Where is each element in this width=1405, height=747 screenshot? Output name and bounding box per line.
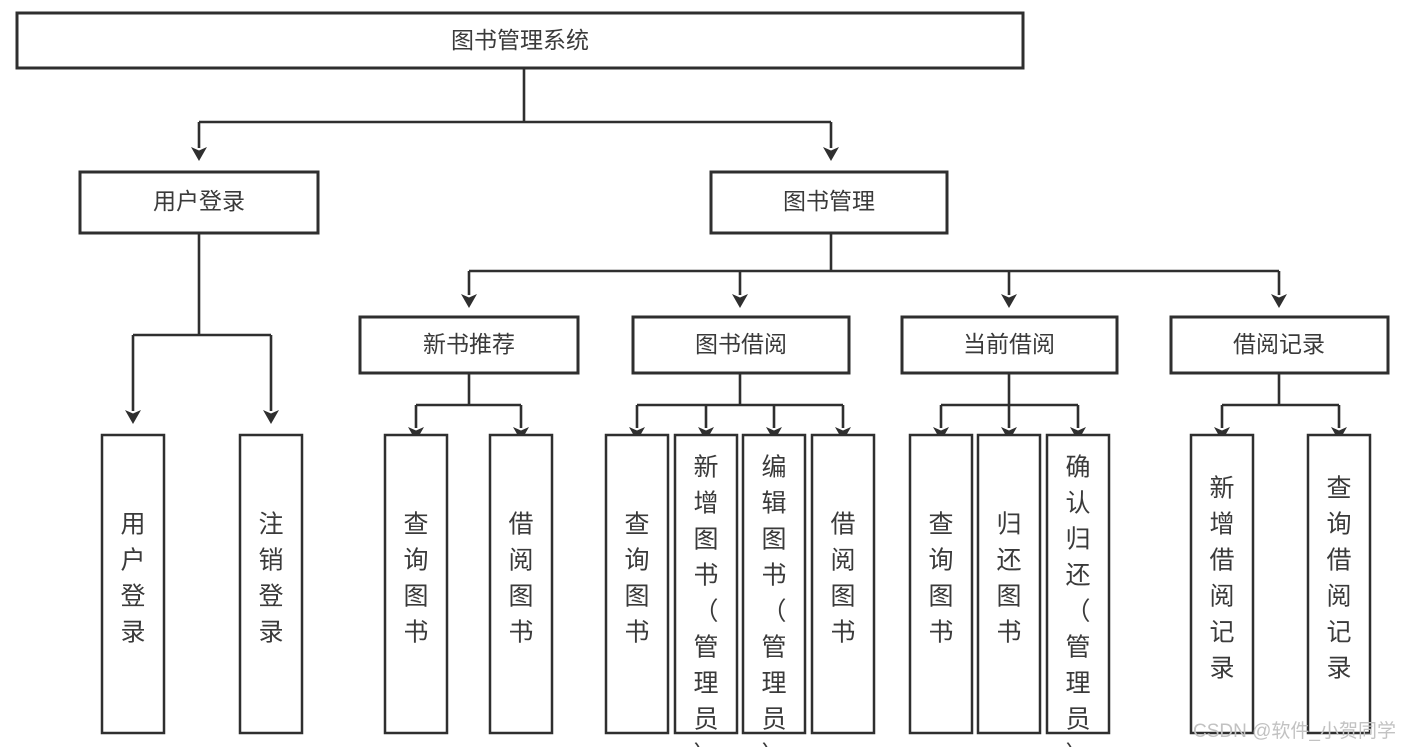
connector-group-user-login [125, 233, 279, 424]
csdn-watermark: CSDN @软件_小贺同学 [1193, 720, 1396, 742]
leaf-node-book-borrow-3-label: 借阅图书 [830, 511, 855, 647]
leaf-node-current-borrow-1[interactable]: 归还图书 [976, 433, 1042, 735]
connector-group-new-book [408, 373, 529, 441]
leaf-node-current-borrow-0[interactable]: 查询图书 [908, 433, 974, 735]
leaf-node-book-borrow-3-box[interactable] [810, 433, 876, 735]
node-user-login-label: 用户登录 [153, 188, 245, 214]
node-book-manage[interactable]: 图书管理 [709, 170, 949, 235]
leaf-node-current-borrow-2-label: 确认归还（管理员） [1065, 454, 1090, 747]
leaf-node-book-borrow-2-box[interactable] [741, 433, 807, 735]
leaf-node-new-book-recommend-1-box[interactable] [488, 433, 554, 735]
leaf-node-user-login-0[interactable]: 用户登录 [100, 433, 166, 735]
leaf-node-book-borrow-2[interactable]: 编辑图书（管理员） [741, 433, 807, 747]
connector-group-current-borrow [933, 373, 1086, 441]
leaf-node-current-borrow-1-label: 归还图书 [996, 511, 1021, 647]
leaf-node-new-book-recommend-0-label: 查询图书 [403, 511, 428, 647]
leaf-node-current-borrow-0-label: 查询图书 [928, 511, 953, 647]
node-new-book-recommend-label: 新书推荐 [423, 331, 515, 357]
leaf-node-new-book-recommend-1[interactable]: 借阅图书 [488, 433, 554, 735]
leaf-node-current-borrow-1-box[interactable] [976, 433, 1042, 735]
leaf-node-borrow-record-0-box[interactable] [1189, 433, 1255, 735]
connector-group-book-borrow [629, 373, 851, 441]
node-book-manage-label: 图书管理 [783, 188, 875, 214]
leaf-node-book-borrow-1-box[interactable] [673, 433, 739, 735]
leaf-node-current-borrow-0-box[interactable] [908, 433, 974, 735]
leaf-node-user-login-1-label: 注销登录 [258, 511, 283, 647]
leaf-node-book-borrow-3[interactable]: 借阅图书 [810, 433, 876, 735]
node-root-box[interactable] [15, 11, 1025, 70]
node-book-manage-box[interactable] [709, 170, 949, 235]
node-new-book-recommend-box[interactable] [358, 315, 580, 375]
leaf-node-user-login-0-label: 用户登录 [120, 511, 145, 647]
leaf-node-borrow-record-1[interactable]: 查询借阅记录 [1306, 433, 1372, 735]
node-root[interactable]: 图书管理系统 [15, 11, 1025, 70]
leaf-node-book-borrow-0[interactable]: 查询图书 [604, 433, 670, 735]
connector-group-borrow-record [1214, 373, 1347, 441]
leaf-node-new-book-recommend-1-label: 借阅图书 [508, 511, 533, 647]
node-user-login[interactable]: 用户登录 [78, 170, 320, 235]
leaf-node-user-login-1-box[interactable] [238, 433, 304, 735]
leaf-node-borrow-record-0[interactable]: 新增借阅记录 [1189, 433, 1255, 735]
leaf-node-book-borrow-0-label: 查询图书 [624, 511, 649, 647]
leaf-node-user-login-1[interactable]: 注销登录 [238, 433, 304, 735]
node-current-borrow[interactable]: 当前借阅 [900, 315, 1119, 375]
node-borrow-record[interactable]: 借阅记录 [1169, 315, 1390, 375]
connector-group-book-manage [461, 233, 1287, 308]
node-book-borrow-label: 图书借阅 [695, 331, 787, 357]
node-current-borrow-box[interactable] [900, 315, 1119, 375]
connector-group-root [191, 68, 839, 161]
leaf-node-book-borrow-1-label: 新增图书（管理员） [693, 454, 718, 747]
leaf-node-borrow-record-0-label: 新增借阅记录 [1209, 475, 1234, 683]
leaf-node-borrow-record-1-box[interactable] [1306, 433, 1372, 735]
node-borrow-record-label: 借阅记录 [1233, 331, 1325, 357]
leaf-node-book-borrow-2-label: 编辑图书（管理员） [761, 454, 786, 747]
leaf-node-book-borrow-1[interactable]: 新增图书（管理员） [673, 433, 739, 747]
leaf-node-new-book-recommend-0[interactable]: 查询图书 [383, 433, 449, 735]
node-borrow-record-box[interactable] [1169, 315, 1390, 375]
leaf-node-user-login-0-box[interactable] [100, 433, 166, 735]
node-root-label: 图书管理系统 [451, 27, 589, 53]
node-book-borrow[interactable]: 图书借阅 [631, 315, 851, 375]
leaf-node-new-book-recommend-0-box[interactable] [383, 433, 449, 735]
node-book-borrow-box[interactable] [631, 315, 851, 375]
node-user-login-box[interactable] [78, 170, 320, 235]
leaf-node-borrow-record-1-label: 查询借阅记录 [1326, 475, 1351, 683]
leaf-node-current-borrow-2-box[interactable] [1045, 433, 1111, 735]
node-new-book-recommend[interactable]: 新书推荐 [358, 315, 580, 375]
leaf-node-book-borrow-0-box[interactable] [604, 433, 670, 735]
leaf-node-layer: 用户登录 注销登录 查询图书 借阅图书 查询图书 新增图书（管理员） 编辑图书（管理员） 借阅… [100, 433, 1372, 747]
node-current-borrow-label: 当前借阅 [963, 331, 1055, 357]
leaf-node-current-borrow-2[interactable]: 确认归还（管理员） [1045, 433, 1111, 747]
